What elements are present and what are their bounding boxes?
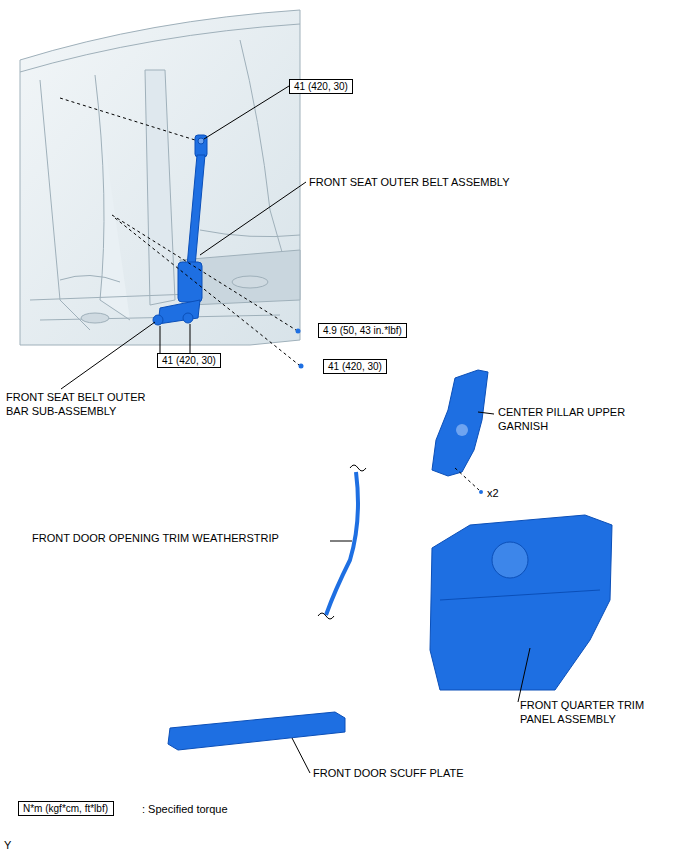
garnish-hole: [456, 424, 468, 436]
weatherstrip: [326, 472, 358, 615]
seat-belt-assembly: [153, 135, 207, 325]
figure-code: Y: [4, 838, 11, 852]
leader-line: [61, 86, 530, 773]
install-line: [60, 98, 479, 490]
torque-value: 4.9 (50, 43 in.*lbf): [323, 325, 402, 336]
part-name: FRONT SEAT BELT OUTER BAR SUB-ASSEMBLY: [6, 390, 171, 418]
torque-box: 41 (420, 30): [157, 353, 221, 368]
vehicle-body: [20, 10, 300, 345]
break-mark: [350, 465, 366, 471]
part-name: FRONT QUARTER TRIM PANEL ASSEMBLY: [520, 698, 655, 726]
bolt: [296, 329, 301, 334]
part-name: CENTER PILLAR UPPER GARNISH: [498, 405, 638, 433]
unit-box: N*m (kgf*cm, ft*lbf): [18, 801, 114, 816]
break-mark: [318, 613, 334, 619]
part-name: FRONT DOOR SCUFF PLATE: [313, 766, 464, 780]
part-name: FRONT SEAT OUTER BELT ASSEMBLY: [309, 175, 510, 189]
panel-boss: [492, 542, 528, 578]
clip: [479, 490, 483, 494]
bolt: [299, 364, 304, 369]
panel-line: [440, 590, 600, 600]
torque-value: 41 (420, 30): [328, 361, 382, 372]
torque-value: 41 (420, 30): [162, 355, 216, 366]
torque-box: 4.9 (50, 43 in.*lbf): [318, 323, 407, 338]
torque-box: 41 (420, 30): [323, 359, 387, 374]
quarter-trim-panel: [430, 515, 612, 690]
scuff-plate: [168, 712, 345, 750]
quantity: x2: [487, 486, 499, 500]
unit-text: N*m (kgf*cm, ft*lbf): [23, 803, 108, 814]
legend-text: : Specified torque: [142, 802, 228, 816]
torque-value: 41 (420, 30): [294, 81, 348, 92]
torque-box: 41 (420, 30): [289, 79, 353, 94]
center-pillar-garnish: [432, 370, 488, 476]
part-name: FRONT DOOR OPENING TRIM WEATHERSTRIP: [32, 531, 279, 545]
